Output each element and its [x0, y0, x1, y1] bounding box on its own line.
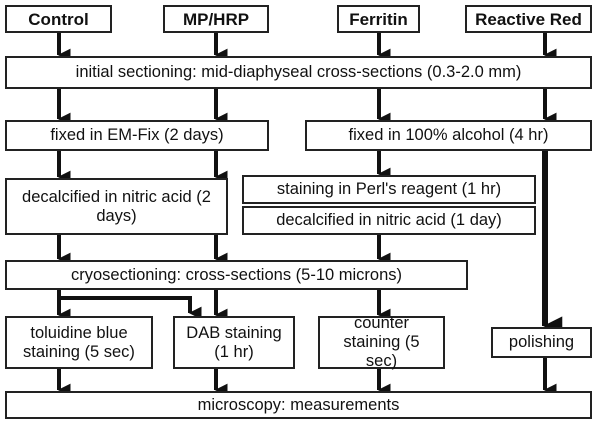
step-decalcified-1-day-label: decalcified in nitric acid (1 day): [276, 211, 502, 229]
step-decalcified-2-days-label: decalcified in nitric acid (2 days): [22, 187, 211, 225]
step-initial-sectioning-label: initial sectioning: mid-diaphyseal cross…: [75, 63, 522, 81]
header-ferritin: Ferritin: [337, 5, 420, 33]
step-cryosectioning: cryosectioning: cross-sections (5-10 mic…: [5, 260, 468, 290]
step-toluidine-staining-label: toluidine blue staining (5 sec): [23, 323, 135, 361]
step-microscopy: microscopy: measurements: [5, 391, 592, 419]
step-counter-staining: counter staining (5 sec): [318, 314, 445, 370]
step-fixed-alcohol-label: fixed in 100% alcohol (4 hr): [348, 126, 549, 144]
step-initial-sectioning: initial sectioning: mid-diaphyseal cross…: [5, 56, 592, 89]
step-decalcified-2-days: decalcified in nitric acid (2 days): [5, 178, 228, 235]
header-mp-hrp: MP/HRP: [163, 5, 269, 33]
step-perls-staining: staining in Perl's reagent (1 hr): [242, 175, 536, 204]
header-ferritin-label: Ferritin: [349, 9, 408, 29]
step-perls-staining-label: staining in Perl's reagent (1 hr): [276, 180, 502, 198]
step-fixed-alcohol: fixed in 100% alcohol (4 hr): [305, 120, 592, 151]
step-decalcified-1-day: decalcified in nitric acid (1 day): [242, 206, 536, 235]
header-control: Control: [5, 5, 112, 33]
step-dab-staining: DAB staining (1 hr): [173, 316, 295, 369]
step-polishing: polishing: [491, 327, 592, 358]
step-microscopy-label: microscopy: measurements: [197, 395, 400, 414]
header-control-label: Control: [28, 9, 89, 29]
arrow-cryo-branch-to-dab: [61, 296, 202, 320]
header-reactive-red: Reactive Red: [465, 5, 592, 33]
step-toluidine-staining: toluidine blue staining (5 sec): [5, 316, 153, 369]
step-dab-staining-label: DAB staining (1 hr): [186, 323, 282, 361]
header-mp-hrp-label: MP/HRP: [182, 9, 250, 29]
header-reactive-red-label: Reactive Red: [475, 9, 582, 29]
step-fixed-em-fix: fixed in EM-Fix (2 days): [5, 120, 269, 151]
step-cryosectioning-label: cryosectioning: cross-sections (5-10 mic…: [70, 265, 403, 284]
step-polishing-label: polishing: [508, 333, 575, 351]
step-counter-staining-label: counter staining (5 sec): [343, 314, 420, 370]
step-fixed-em-fix-label: fixed in EM-Fix (2 days): [50, 126, 224, 144]
